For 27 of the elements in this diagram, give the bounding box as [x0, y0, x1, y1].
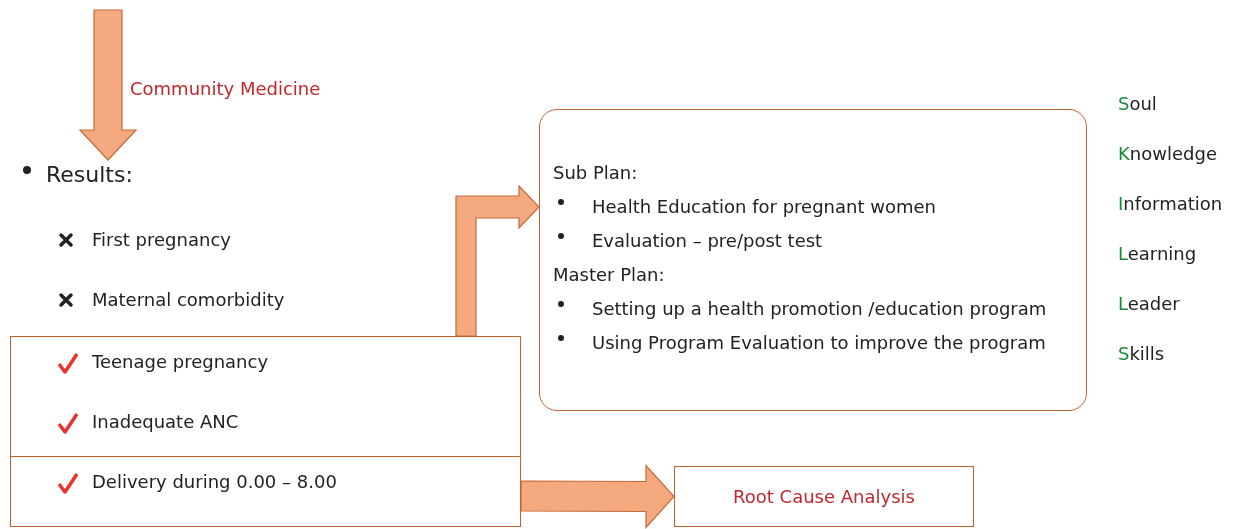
section-heading: Master Plan: [553, 264, 665, 285]
list-text: Setting up a health promotion /education program [592, 298, 1047, 319]
list-text: Delivery during 0.00 – 8.00 [92, 471, 337, 492]
block-arrow [520, 463, 675, 529]
list-text: Inadequate ANC [92, 411, 239, 432]
plan-box [539, 109, 1087, 411]
list-text: Maternal comorbidity [92, 289, 285, 310]
block-arrow [78, 9, 138, 161]
acronym-word: Skills [1118, 343, 1165, 364]
list-text: First pregnancy [92, 229, 231, 250]
acronym-word: Learning [1118, 243, 1197, 264]
section-heading: Sub Plan: [553, 162, 638, 183]
acronym-word: Soul [1118, 93, 1157, 114]
list-text: Using Program Evaluation to improve the program [592, 332, 1046, 353]
heading-text: Results: [46, 162, 133, 187]
block-arrow [455, 184, 540, 337]
list-text: Health Education for pregnant women [592, 196, 936, 217]
result-box [10, 336, 521, 457]
result-box [10, 456, 521, 527]
process-box [674, 466, 974, 527]
list-text: Teenage pregnancy [92, 351, 269, 372]
acronym-word: Leader [1118, 293, 1180, 314]
edge-label: Community Medicine [130, 78, 321, 99]
acronym-word: Information [1118, 193, 1223, 214]
box-label: Root Cause Analysis [733, 486, 915, 507]
list-text: Evaluation – pre/post test [592, 230, 823, 251]
acronym-word: Knowledge [1118, 143, 1217, 164]
